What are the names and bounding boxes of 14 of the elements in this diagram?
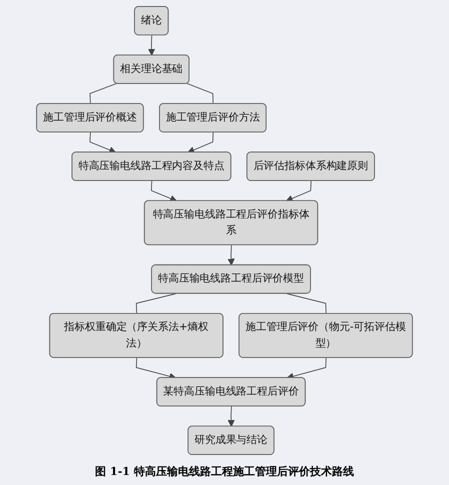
arrow	[150, 180, 177, 202]
arrow	[228, 406, 235, 427]
arrow	[148, 34, 156, 56]
figure-caption: 图 1-1 特高压输电线路工程施工管理后评价技术路线	[95, 464, 354, 480]
arrow	[286, 180, 312, 202]
connector	[90, 83, 117, 104]
arrow	[136, 357, 176, 380]
arrow	[228, 244, 235, 266]
connector	[286, 293, 326, 314]
connector	[186, 83, 214, 104]
arrow	[187, 132, 214, 154]
arrow	[286, 357, 326, 380]
connector	[136, 293, 176, 314]
arrow	[90, 132, 116, 154]
